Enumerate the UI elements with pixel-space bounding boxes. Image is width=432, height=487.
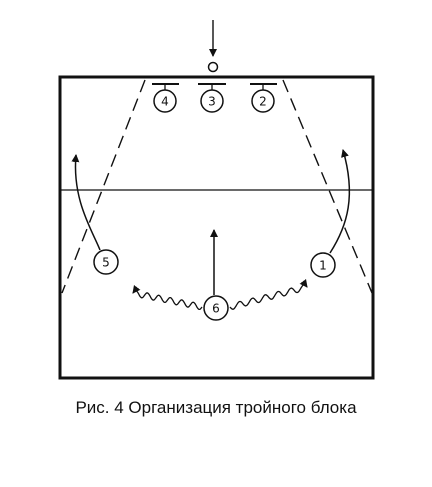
svg-text:6: 6	[212, 302, 220, 316]
dashed-line-left	[61, 79, 146, 294]
player-1: 1	[310, 252, 336, 278]
player-5-move-arrow	[71, 154, 101, 251]
player-4: 4	[153, 89, 177, 113]
player-3: 3	[200, 89, 224, 113]
dashed-line-right	[282, 79, 373, 294]
svg-text:5: 5	[102, 256, 110, 270]
figure-caption: Рис. 4 Организация тройного блока	[75, 398, 357, 417]
player-2: 2	[251, 89, 275, 113]
volleyball-court-diagram: 4 3 2 5 1 6	[58, 20, 375, 380]
court-boundary	[58, 75, 375, 380]
player-5: 5	[93, 249, 119, 275]
player-1-move-arrow	[329, 149, 351, 254]
player-6: 6	[203, 295, 229, 321]
player-6-wave-right	[229, 279, 308, 310]
svg-text:4: 4	[161, 95, 169, 109]
svg-text:1: 1	[319, 259, 327, 273]
svg-text:3: 3	[208, 95, 216, 109]
ball-icon	[207, 61, 219, 73]
player-6-wave-left	[132, 285, 203, 311]
svg-text:2: 2	[259, 95, 267, 109]
